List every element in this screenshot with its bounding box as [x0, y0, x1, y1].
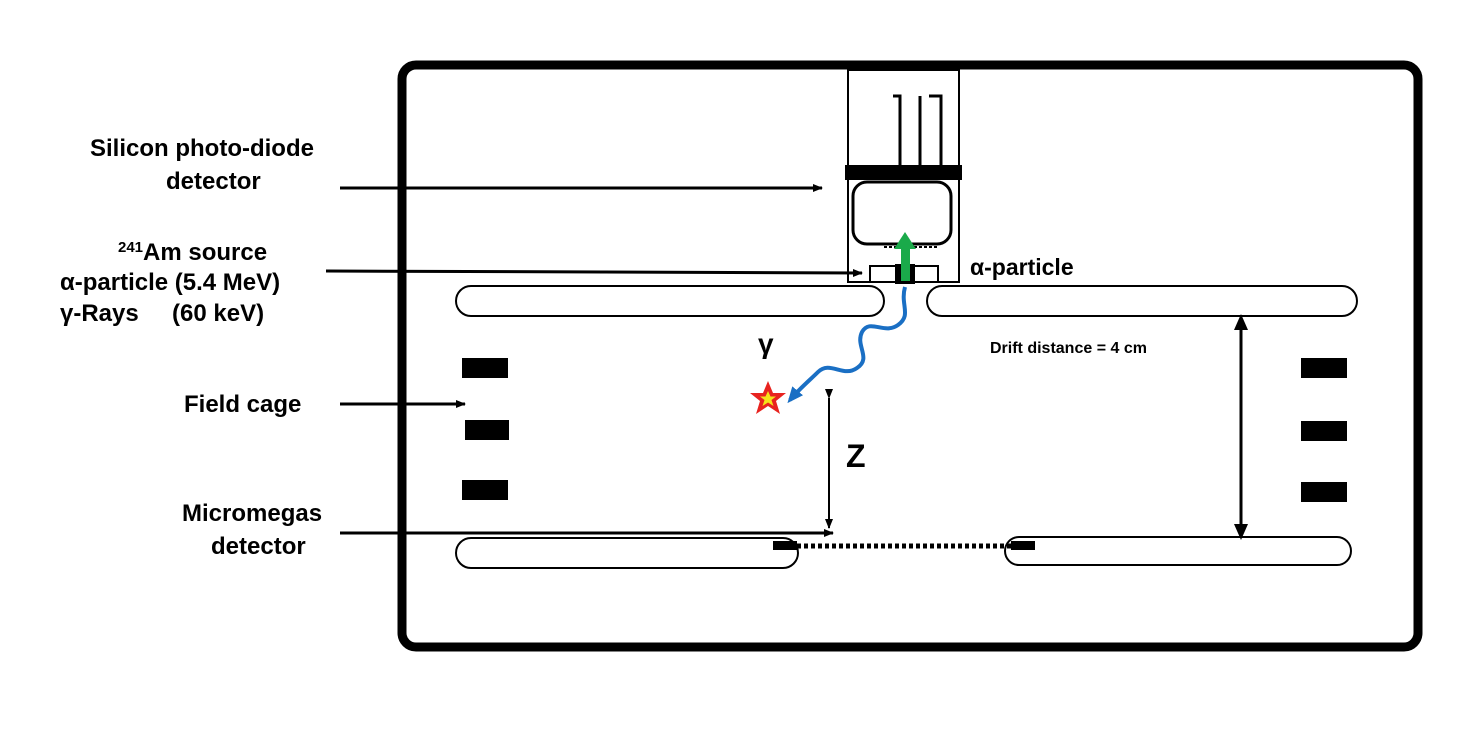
micromegas-label-line2: detector [211, 533, 306, 560]
interaction-point-star [750, 381, 786, 414]
source-leader-arrow [325, 268, 863, 277]
field-cage-bars-right [1301, 358, 1347, 502]
drift-distance-label: Drift distance = 4 cm [990, 340, 1147, 357]
gamma-energy-label: γ-Rays (60 keV) [60, 300, 265, 327]
field-cage-bars-left [462, 358, 509, 500]
alpha-particle-label: α-particle [970, 254, 1074, 280]
alpha-particle-arrow [894, 232, 916, 281]
gamma-ray-path [787, 286, 908, 404]
am-source-text: Am source [143, 239, 268, 266]
micromegas-mesh [773, 541, 1035, 550]
top-electrode-left [455, 285, 885, 317]
micromegas-label-line1: Micromegas [182, 500, 323, 527]
alpha-energy-label: α-particle (5.4 MeV) [60, 269, 281, 296]
top-electrode-right [926, 285, 1358, 317]
silicon-detector-label-line1: Silicon photo-diode [90, 135, 314, 162]
am-source-label: 241Am source [118, 232, 267, 269]
silicon-detector-label-line2: detector [166, 168, 261, 195]
z-label: Z [846, 438, 866, 474]
field-cage-label: Field cage [184, 391, 302, 418]
chamber-outline [397, 60, 1423, 652]
am-isotope-number: 241 [118, 239, 144, 256]
bottom-electrode-left [455, 537, 799, 569]
gamma-symbol-label: γ [758, 328, 774, 359]
bottom-electrode-right [1004, 536, 1352, 566]
